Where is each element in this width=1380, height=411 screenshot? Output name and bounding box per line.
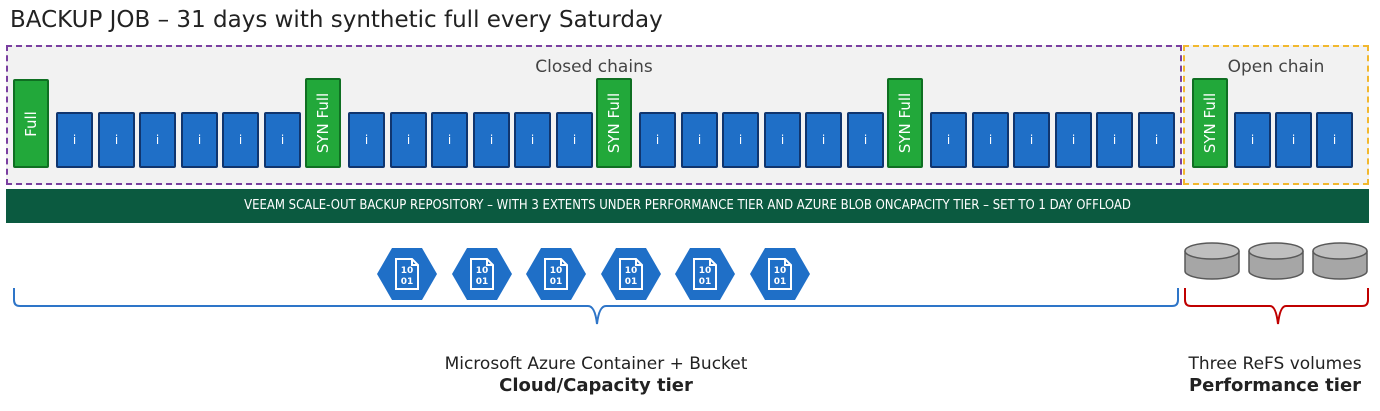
incremental-block-label: i	[197, 133, 202, 147]
incremental-block: i	[181, 112, 218, 168]
incremental-block: i	[514, 112, 551, 168]
incremental-block: i	[681, 112, 718, 168]
storage-volume-icon	[1183, 241, 1241, 285]
incremental-block: i	[1096, 112, 1133, 168]
incremental-block: i	[56, 112, 93, 168]
incremental-block: i	[139, 112, 176, 168]
page-title: BACKUP JOB – 31 days with synthetic full…	[10, 7, 663, 33]
incremental-block-label: i	[114, 133, 119, 147]
svg-text:01: 01	[774, 277, 787, 287]
incremental-block-label: i	[863, 133, 868, 147]
incremental-block-label: i	[821, 133, 826, 147]
incremental-block: i	[1138, 112, 1175, 168]
full-block-label: SYN Full	[605, 92, 623, 154]
storage-volume-icon	[1311, 241, 1369, 285]
incremental-block: i	[930, 112, 967, 168]
svg-text:10: 10	[476, 266, 489, 276]
incremental-block-label: i	[572, 133, 577, 147]
svg-text:01: 01	[401, 277, 414, 287]
svg-text:01: 01	[550, 277, 563, 287]
incremental-block-label: i	[489, 133, 494, 147]
svg-text:01: 01	[699, 277, 712, 287]
incremental-block: i	[1234, 112, 1271, 168]
repository-banner: VEEAM SCALE-OUT BACKUP REPOSITORY – WITH…	[6, 189, 1369, 223]
storage-volume-icon	[1247, 241, 1305, 285]
open-chain-label: Open chain	[1227, 57, 1325, 77]
incremental-block: i	[639, 112, 676, 168]
performance-tier-description: Three ReFS volumes	[1188, 354, 1362, 374]
incremental-block: i	[1055, 112, 1092, 168]
incremental-block: i	[805, 112, 842, 168]
incremental-block-label: i	[530, 133, 535, 147]
incremental-block-label: i	[1112, 133, 1117, 147]
incremental-block-label: i	[1071, 133, 1076, 147]
full-block-label: SYN Full	[896, 92, 914, 154]
closed-chains-label: Closed chains	[535, 57, 653, 77]
incremental-block: i	[390, 112, 427, 168]
svg-text:10: 10	[550, 266, 563, 276]
performance-tier-name: Performance tier	[1188, 375, 1362, 396]
cloud-tier-description: Microsoft Azure Container + Bucket	[444, 354, 748, 374]
incremental-block: i	[473, 112, 510, 168]
incremental-block-label: i	[155, 133, 160, 147]
full-block-label: SYN Full	[314, 92, 332, 154]
full-backup-block: Full	[13, 79, 49, 168]
incremental-block: i	[264, 112, 301, 168]
incremental-block: i	[1275, 112, 1312, 168]
incremental-block-label: i	[1250, 133, 1255, 147]
incremental-block: i	[98, 112, 135, 168]
svg-text:10: 10	[774, 266, 787, 276]
incremental-block: i	[1013, 112, 1050, 168]
incremental-block: i	[972, 112, 1009, 168]
svg-text:10: 10	[401, 266, 414, 276]
svg-text:10: 10	[625, 266, 638, 276]
performance-tier-caption: Three ReFS volumes Performance tier	[1175, 353, 1375, 397]
incremental-block-label: i	[946, 133, 951, 147]
svg-text:01: 01	[476, 277, 489, 287]
svg-text:10: 10	[699, 266, 712, 276]
cloud-tier-name: Cloud/Capacity tier	[499, 375, 693, 396]
incremental-block-label: i	[1291, 133, 1296, 147]
incremental-block: i	[556, 112, 593, 168]
incremental-block-label: i	[447, 133, 452, 147]
incremental-block-label: i	[1029, 133, 1034, 147]
synthetic-full-block: SYN Full	[305, 78, 341, 168]
synthetic-full-block: SYN Full	[1192, 78, 1228, 168]
incremental-block-label: i	[238, 133, 243, 147]
cloud-tier-bracket	[13, 288, 1179, 325]
incremental-block: i	[722, 112, 759, 168]
performance-tier-bracket	[1184, 288, 1369, 325]
incremental-block-label: i	[1154, 133, 1159, 147]
incremental-block-label: i	[1332, 133, 1337, 147]
incremental-block-label: i	[364, 133, 369, 147]
incremental-block-label: i	[72, 133, 77, 147]
incremental-block: i	[847, 112, 884, 168]
repository-banner-text: VEEAM SCALE-OUT BACKUP REPOSITORY – WITH…	[244, 198, 1131, 213]
incremental-block: i	[764, 112, 801, 168]
incremental-block-label: i	[406, 133, 411, 147]
full-block-label: Full	[22, 110, 40, 137]
incremental-block-label: i	[738, 133, 743, 147]
incremental-block: i	[1316, 112, 1353, 168]
incremental-block-label: i	[697, 133, 702, 147]
synthetic-full-block: SYN Full	[887, 78, 923, 168]
svg-text:01: 01	[625, 277, 638, 287]
incremental-block-label: i	[280, 133, 285, 147]
incremental-block-label: i	[988, 133, 993, 147]
synthetic-full-block: SYN Full	[596, 78, 632, 168]
incremental-block: i	[431, 112, 468, 168]
incremental-block: i	[348, 112, 385, 168]
cloud-tier-caption: Microsoft Azure Container + Bucket Cloud…	[396, 353, 796, 397]
incremental-block-label: i	[780, 133, 785, 147]
full-block-label: SYN Full	[1201, 92, 1219, 154]
incremental-block: i	[222, 112, 259, 168]
incremental-block-label: i	[655, 133, 660, 147]
